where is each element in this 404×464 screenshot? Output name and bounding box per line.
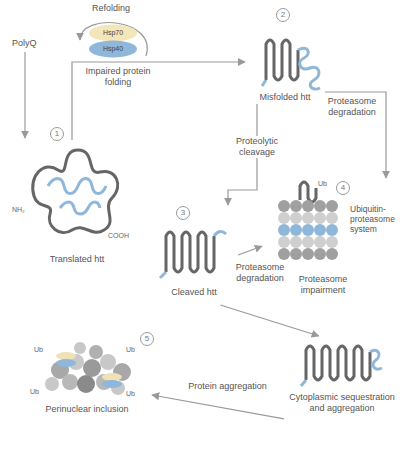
callout-number: 3 [176,206,190,220]
polyq-coil [370,350,382,369]
callout-number: 5 [140,332,154,346]
annotation-tag: NH₂ [12,206,25,213]
annotation-tag: Ub [126,390,135,397]
annotation-label: Refolding [92,3,130,14]
polyq-coil [48,179,106,194]
polyq-coil [214,231,226,236]
annotation-tag: COOH [108,232,129,239]
chaperone-complex: Hsp70Hsp40 [88,24,138,58]
annotation-tag: Ub [34,346,43,353]
node-text: Hsp70 [88,29,138,36]
edge-label: Proteasome degradation [232,262,288,284]
subunit [314,224,326,236]
chaperone-shape [102,380,122,388]
subunit [290,212,302,224]
edge-label: Proteasome degradation [322,96,382,118]
subunit [314,200,326,212]
subunit [302,224,314,236]
node-text: Misfolded htt [245,92,325,103]
polyq-coil [262,80,266,86]
annotation-tag: Ub [318,180,327,187]
chaperone-shape [56,352,76,360]
node-text: Ubiquitin-proteasome system [350,204,400,235]
aggregate-blob [62,374,78,390]
hsp40-shape [89,41,137,58]
node-text: Perinuclear inclusion [22,404,152,415]
flow-arrow [72,62,245,140]
node-text: Proteasome impairment [292,274,354,296]
aggregate-blob [45,377,59,391]
subunit [278,200,290,212]
proteasome-barrel [278,200,338,260]
aggregate-blob [74,342,86,354]
polyq-coil [160,272,166,278]
node-text: Hsp40 [88,45,138,52]
edge-label: Impaired protein folding [78,66,158,88]
aggregate-blob [77,375,95,393]
callout-number: 4 [336,181,350,195]
aggregate-blob [89,345,103,359]
subunit [290,236,302,248]
edge-label: Proteolytic cleavage [227,136,287,158]
subunit [314,212,326,224]
subunit [302,236,314,248]
flow-arrow [238,246,262,255]
annotation-tag: Ub [126,346,135,353]
subunit [290,200,302,212]
node-text: Cytoplasmic sequestration and aggregatio… [284,392,400,414]
subunit [302,200,314,212]
subunit [290,224,302,236]
hsp70-shape [89,25,137,42]
flow-arrow [152,395,284,419]
subunit [314,236,326,248]
cleaved-chain [166,232,214,272]
subunit [326,236,338,248]
inclusion-cluster [45,342,131,395]
callout-number: 1 [50,127,64,141]
aggregate-blob [100,354,116,370]
aggregate-blob [83,359,101,377]
polyq-arrow [24,52,25,138]
cytoplasmic-aggregate: Cytoplasmic sequestration and aggregatio… [284,336,400,428]
subunit [326,212,338,224]
subunit [314,248,326,260]
subunit [302,248,314,260]
chaperone-shape [102,373,122,381]
cleaved-htt: Cleaved htt [150,205,238,305]
edge-label: Protein aggregation [180,381,275,392]
protein-chain [33,150,118,233]
subunit [278,248,290,260]
subunit [290,248,302,260]
misfolded-htt: Misfolded htt [245,26,325,104]
subunit [326,248,338,260]
subunit [326,224,338,236]
misfolded-chain [266,40,298,80]
node-text: Translated htt [18,254,136,265]
polyq-coil [301,380,306,386]
polyq-coil [298,48,320,89]
aggregate-chain [306,346,370,380]
translated-htt: Translated htt [18,140,136,268]
annotation-tag: Ub [30,388,39,395]
annotation-label: PolyQ [12,38,37,49]
subunit [302,212,314,224]
node-text: Cleaved htt [150,287,238,298]
callout-number: 2 [276,8,290,22]
polyq-coil [60,202,100,214]
substrate-chain [300,182,316,202]
chaperone-shape [56,359,76,367]
subunit [278,236,290,248]
subunit [278,224,290,236]
flow-arrow [220,305,318,336]
subunit [326,200,338,212]
subunit [278,212,290,224]
